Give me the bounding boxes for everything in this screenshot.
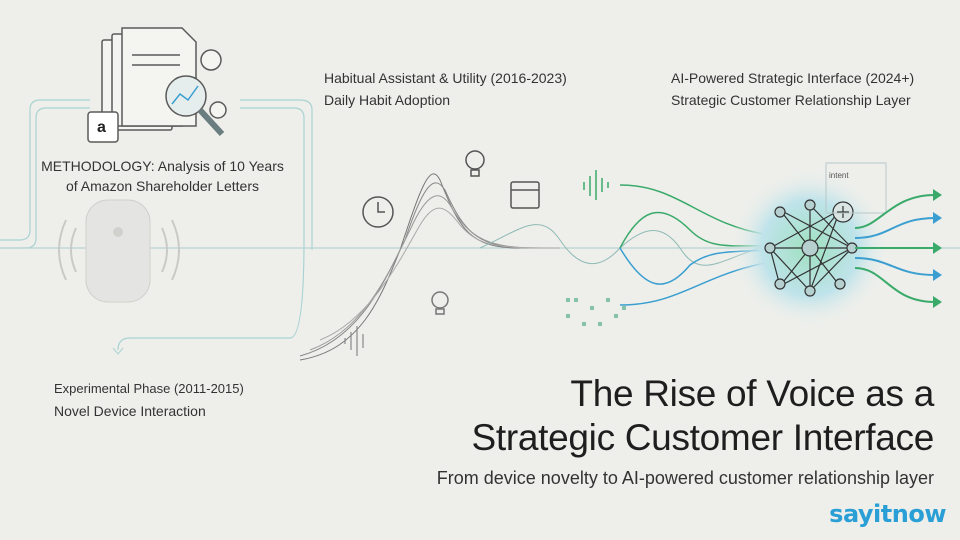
clock-icon [362,196,394,228]
phase-habitual: Habitual Assistant & Utility (2016-2023)… [324,67,567,111]
phase-ai-powered: AI-Powered Strategic Interface (2024+) S… [671,67,914,111]
page-title: The Rise of Voice as a Strategic Custome… [471,372,934,460]
document-magnifier-icon [87,27,227,143]
intent-panel [825,162,887,214]
voice-waves [299,173,771,361]
phase-subtitle: Novel Device Interaction [54,403,206,419]
neural-network-icon [764,199,858,297]
calendar-icon [510,181,540,209]
methodology-label: METHODOLOGY: Analysis of 10 Years of Ama… [40,156,285,196]
smart-speaker-icon [58,199,180,303]
phase-title: AI-Powered Strategic Interface (2024+) [671,70,915,86]
phase-title: Habitual Assistant & Utility (2016-2023) [324,70,567,86]
pixel-grid-icon [566,298,626,326]
output-arrows [854,194,936,303]
lightbulb-icon [465,150,485,177]
waveform-icon [583,170,609,200]
title-line1: The Rise of Voice as a [570,373,934,414]
sayitnow-logo: sayitnow [829,500,946,528]
arrow-head-icons [933,189,942,308]
lightbulb-icon-small [431,291,449,315]
page-subtitle: From device novelty to AI-powered custom… [436,468,934,488]
arrow-down-icon [112,347,124,355]
phase-title: Experimental Phase (2011-2015) [54,381,244,396]
phase-experimental: Experimental Phase (2011-2015) Novel Dev… [54,378,244,422]
intent-tag: intent [829,171,849,180]
phase-subtitle: Strategic Customer Relationship Layer [671,92,911,108]
amazon-logo-icon: a [97,119,106,136]
title-line2: Strategic Customer Interface [471,417,934,458]
methodology-line2: of Amazon Shareholder Letters [65,178,259,194]
phase-subtitle: Daily Habit Adoption [324,92,451,108]
waveform-icon-small [344,326,364,356]
methodology-line1: METHODOLOGY: Analysis of 10 Years [41,158,284,174]
